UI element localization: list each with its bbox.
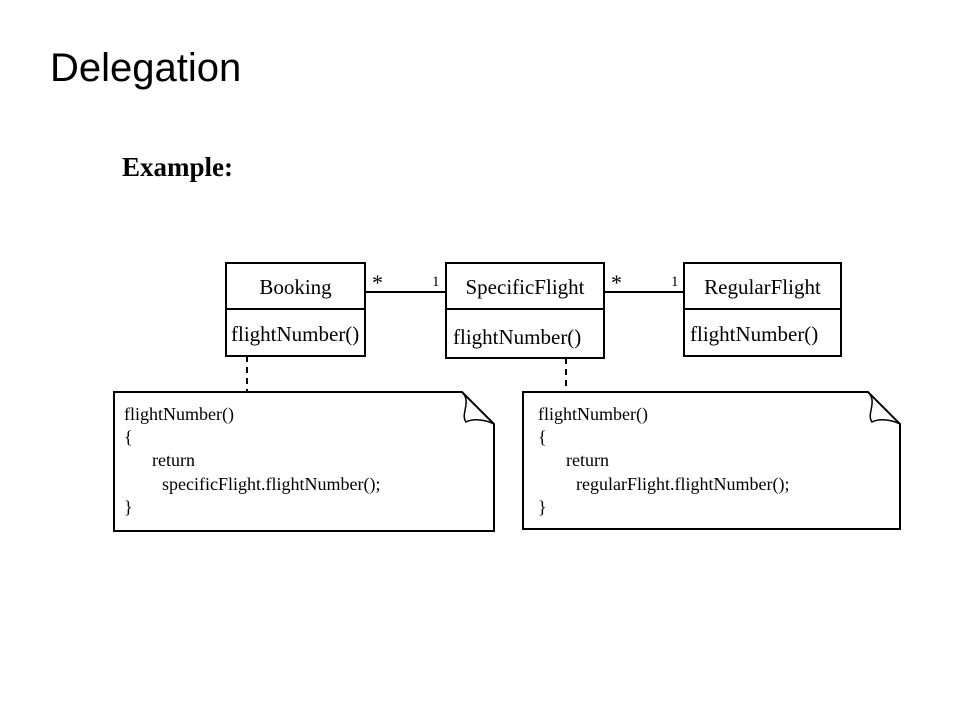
class-specificflight-operation: flightNumber() bbox=[453, 325, 581, 349]
note-booking-line-5: } bbox=[124, 497, 133, 517]
class-booking-name: Booking bbox=[259, 275, 332, 299]
note-specificflight-line-4: regularFlight.flightNumber(); bbox=[576, 474, 789, 495]
class-regularflight-name: RegularFlight bbox=[704, 275, 821, 299]
note-booking-line-4: specificFlight.flightNumber(); bbox=[162, 474, 380, 495]
class-specificflight-name: SpecificFlight bbox=[466, 275, 585, 299]
class-booking: Booking flightNumber() bbox=[225, 262, 366, 357]
class-regularflight-ops-box bbox=[683, 308, 842, 357]
note-booking-body bbox=[113, 391, 495, 532]
class-specificflight-ops-box bbox=[445, 308, 605, 359]
multiplicity-specificflight-many: * bbox=[611, 270, 622, 295]
class-regularflight-operation: flightNumber() bbox=[690, 322, 818, 346]
note-specificflight-line-5: } bbox=[538, 497, 547, 517]
class-regularflight: RegularFlight flightNumber() bbox=[683, 262, 842, 357]
note-specificflight-body bbox=[522, 391, 901, 530]
note-booking: flightNumber() { return specificFlight.f… bbox=[113, 391, 495, 532]
note-specificflight-line-2: { bbox=[538, 427, 547, 447]
note-booking-line-3: return bbox=[152, 450, 195, 470]
class-regularflight-name-box bbox=[683, 262, 842, 310]
class-specificflight: SpecificFlight flightNumber() bbox=[445, 262, 605, 359]
note-specificflight: flightNumber() { return regularFlight.fl… bbox=[522, 391, 901, 530]
multiplicity-regularflight-one: 1 bbox=[671, 274, 679, 290]
class-booking-operation: flightNumber() bbox=[231, 322, 359, 346]
note-specificflight-line-3: return bbox=[566, 450, 609, 470]
note-booking-line-2: { bbox=[124, 427, 133, 447]
note-booking-fold bbox=[461, 391, 495, 425]
note-specificflight-line-1: flightNumber() bbox=[538, 404, 648, 425]
multiplicity-specificflight-one: 1 bbox=[432, 274, 440, 290]
note-specificflight-fold bbox=[867, 391, 901, 425]
example-label: Example: bbox=[122, 152, 233, 182]
note-booking-line-1: flightNumber() bbox=[124, 404, 234, 425]
multiplicity-booking: * bbox=[372, 270, 383, 295]
slide-title: Delegation bbox=[50, 46, 242, 90]
class-booking-ops-box bbox=[225, 308, 366, 357]
class-specificflight-name-box bbox=[445, 262, 605, 310]
